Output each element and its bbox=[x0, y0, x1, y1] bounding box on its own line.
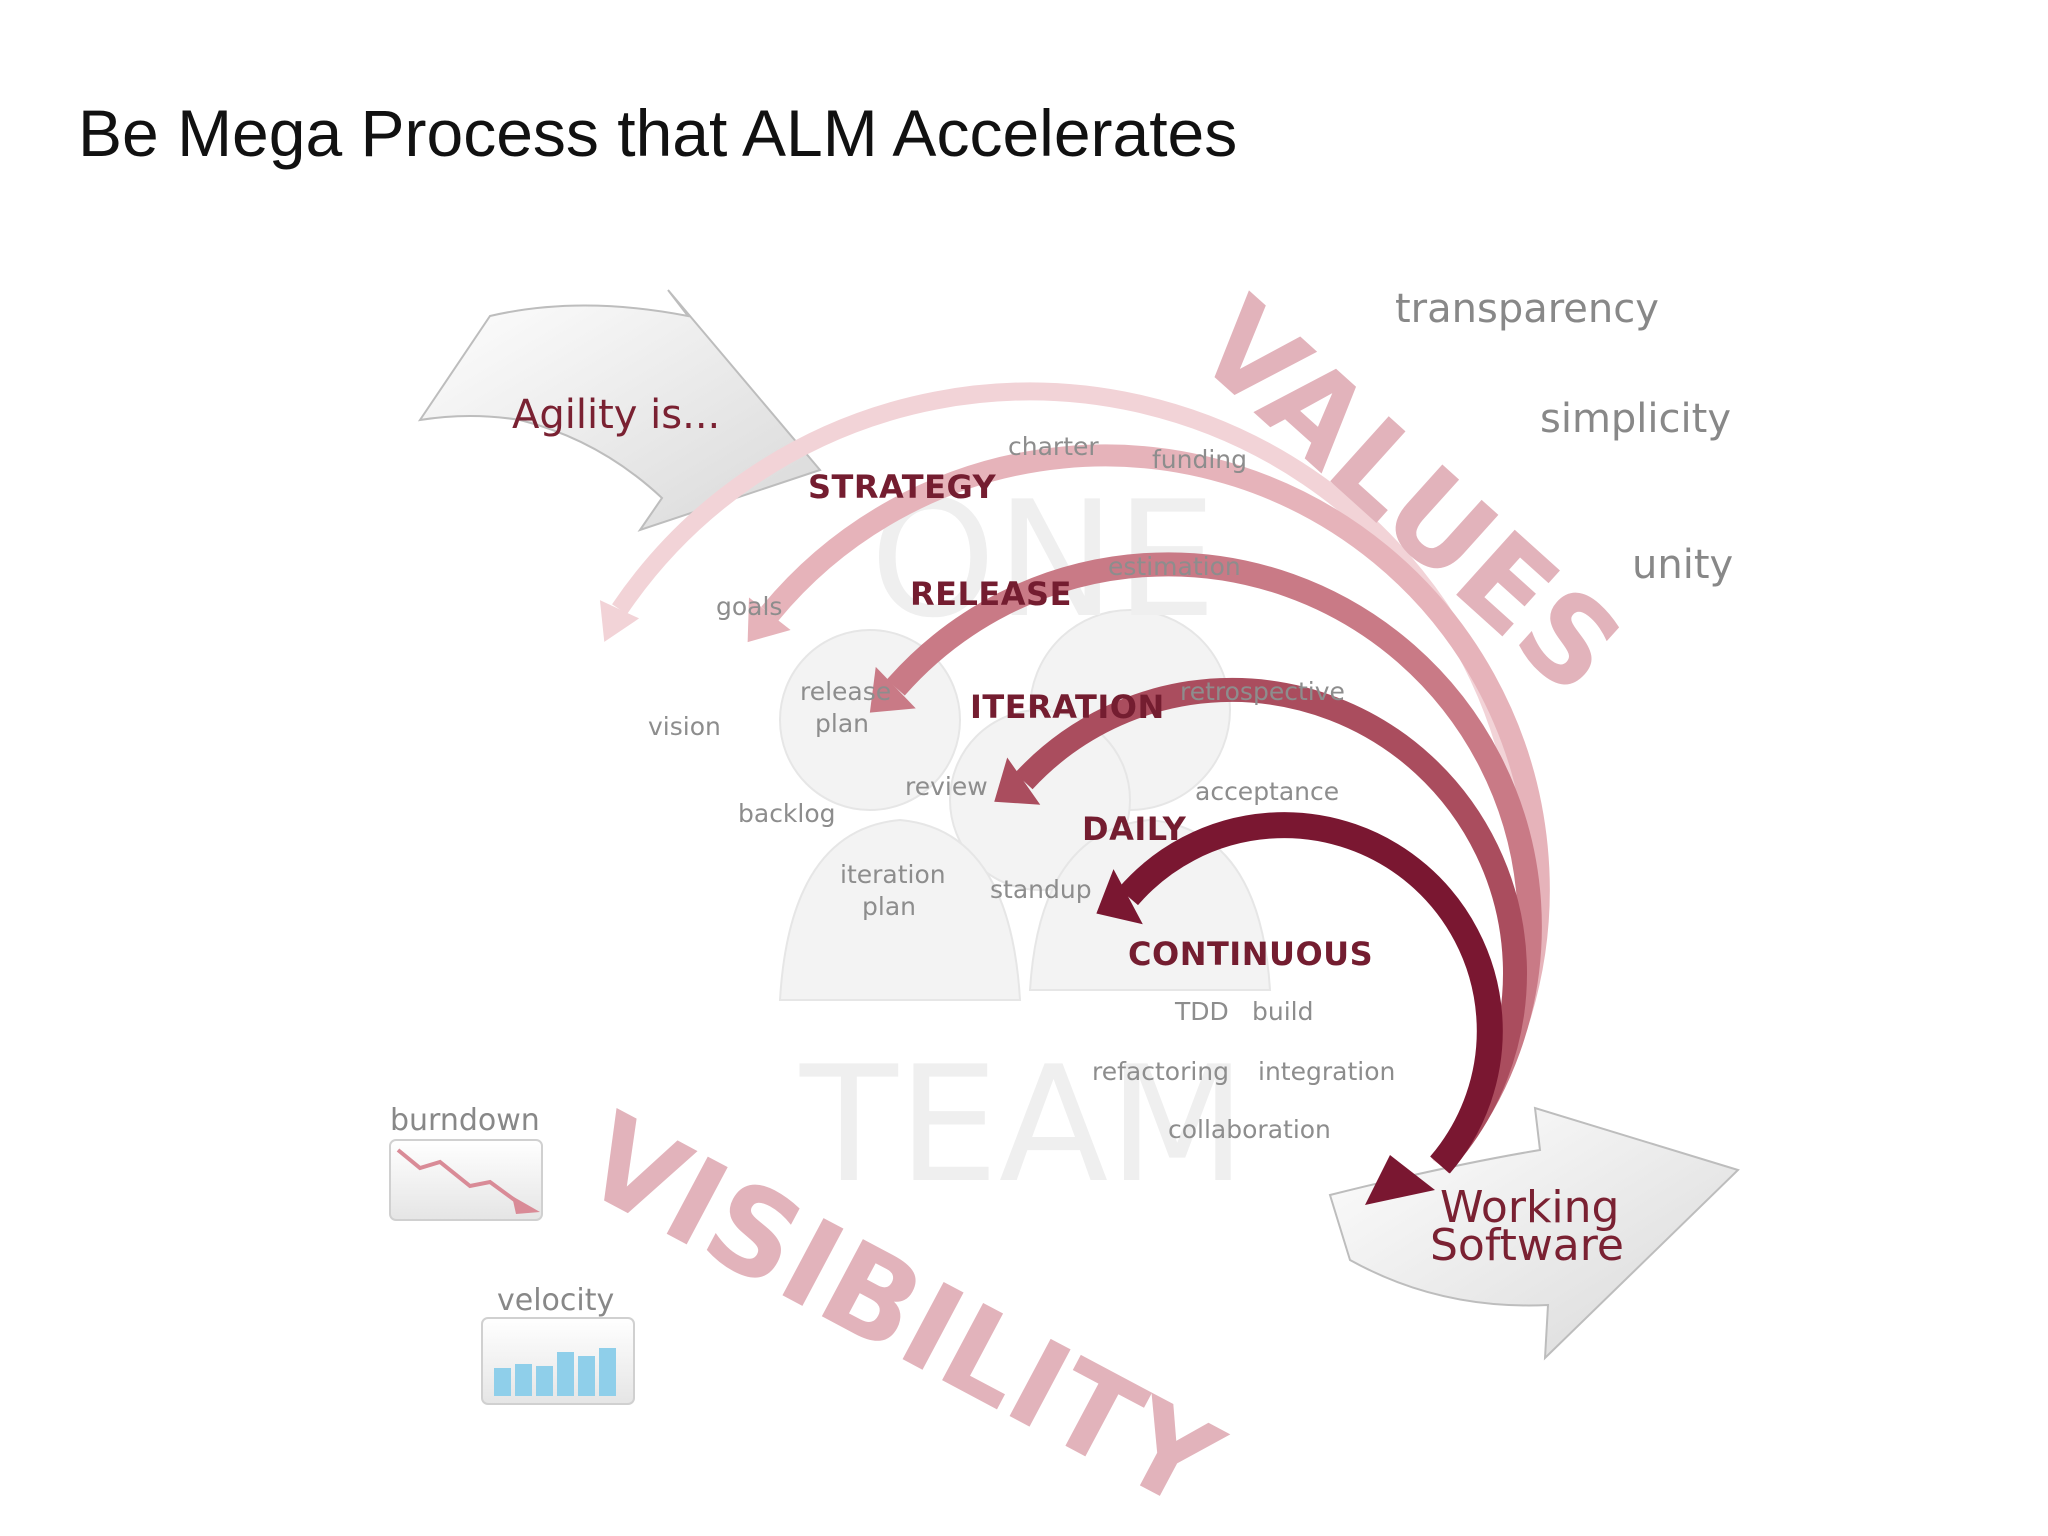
watermark-team: TEAM bbox=[799, 1031, 1246, 1218]
activity-goals: goals bbox=[716, 592, 782, 621]
activity-integration: integration bbox=[1258, 1057, 1395, 1086]
ring-release-arrowhead bbox=[747, 597, 791, 643]
activity-collaboration: collaboration bbox=[1168, 1115, 1331, 1144]
velocity-bar bbox=[515, 1364, 532, 1396]
burndown-label: burndown bbox=[390, 1103, 540, 1138]
burndown-chart-icon bbox=[389, 1139, 543, 1221]
velocity-bar bbox=[494, 1368, 511, 1396]
ring-daily bbox=[1014, 677, 1527, 1174]
activity-estimation: estimation bbox=[1108, 552, 1241, 581]
activity-release: release bbox=[800, 677, 891, 706]
value-transparency: transparency bbox=[1395, 286, 1659, 332]
activity-refactoring: refactoring bbox=[1092, 1057, 1229, 1086]
level-daily: DAILY bbox=[1082, 810, 1187, 848]
velocity-bar bbox=[536, 1366, 553, 1396]
activity-standup: standup bbox=[990, 875, 1092, 904]
level-iteration: ITERATION bbox=[970, 688, 1165, 726]
output-arrowhead bbox=[1365, 1155, 1435, 1205]
activity-retrospective: retrospective bbox=[1180, 677, 1345, 706]
agility-arrow-shape bbox=[417, 289, 822, 532]
velocity-bar bbox=[578, 1356, 595, 1396]
agility-label: Agility is... bbox=[512, 392, 720, 438]
activity-funding: funding bbox=[1152, 445, 1247, 474]
ring-strategy-arrowhead bbox=[599, 600, 640, 642]
working-label: Working bbox=[1440, 1182, 1619, 1233]
activity-tdd: TDD bbox=[1174, 997, 1229, 1026]
software-label: Software bbox=[1430, 1220, 1624, 1271]
level-continuous: CONTINUOUS bbox=[1128, 935, 1373, 973]
ring-continuous bbox=[1118, 812, 1503, 1174]
activity-charter: charter bbox=[1008, 432, 1099, 461]
level-strategy: STRATEGY bbox=[808, 468, 997, 506]
velocity-label: velocity bbox=[497, 1283, 614, 1318]
value-simplicity: simplicity bbox=[1540, 396, 1731, 442]
ring-iteration-arrowhead bbox=[869, 666, 916, 713]
ring-continuous-arrowhead bbox=[1096, 869, 1143, 925]
activity-vision: vision bbox=[648, 712, 721, 741]
activity-iteration-plan: plan bbox=[862, 892, 916, 921]
level-release: RELEASE bbox=[910, 575, 1072, 613]
velocity-bar bbox=[599, 1348, 616, 1396]
activity-release-plan: plan bbox=[815, 709, 869, 738]
velocity-chart-icon bbox=[481, 1317, 635, 1405]
cycle-rings bbox=[599, 382, 1550, 1205]
slide-title: Be Mega Process that ALM Accelerates bbox=[78, 96, 1238, 170]
velocity-bar bbox=[557, 1352, 574, 1396]
value-unity: unity bbox=[1632, 542, 1733, 588]
ring-daily-arrowhead bbox=[994, 757, 1041, 805]
activity-build: build bbox=[1252, 997, 1313, 1026]
velocity-bars bbox=[494, 1348, 616, 1396]
activity-iteration: iteration bbox=[840, 860, 946, 889]
activity-acceptance: acceptance bbox=[1195, 777, 1339, 806]
activity-backlog: backlog bbox=[738, 799, 836, 828]
activity-review: review bbox=[905, 772, 988, 801]
